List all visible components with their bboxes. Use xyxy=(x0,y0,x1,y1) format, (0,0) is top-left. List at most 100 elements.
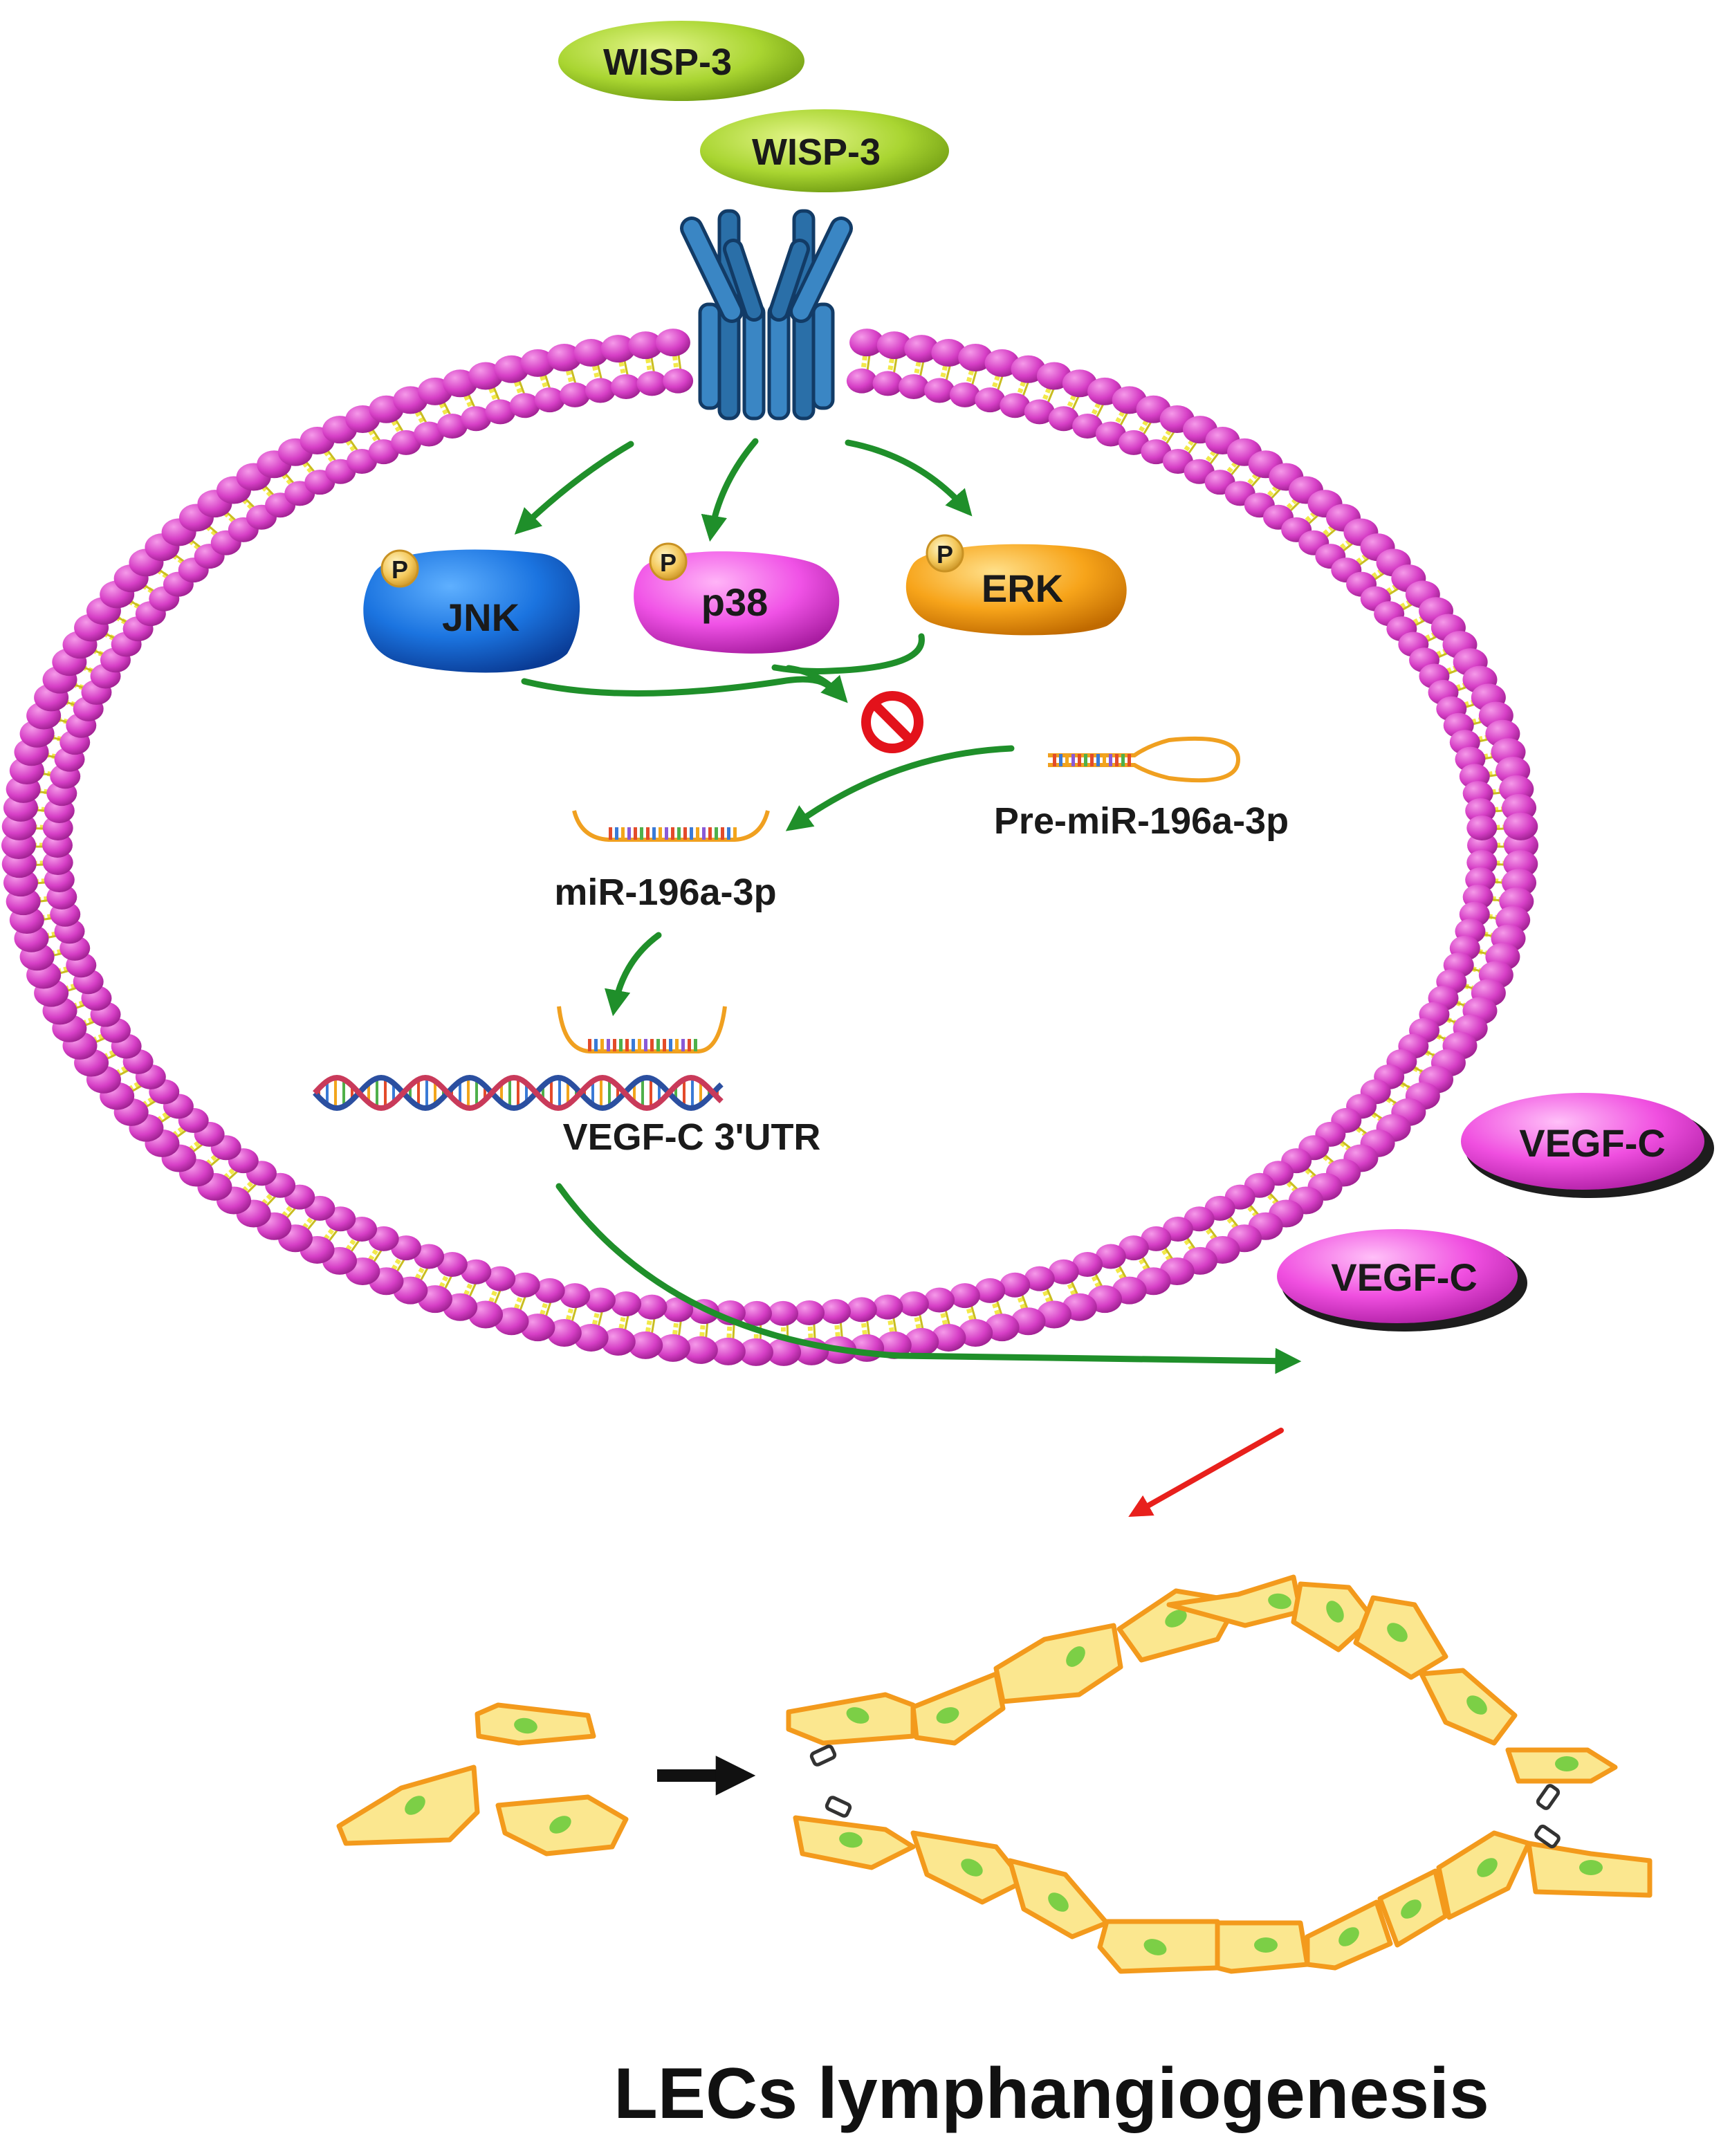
cell-junction xyxy=(809,1744,837,1767)
cell-nucleus xyxy=(1268,1593,1291,1610)
lipid-head xyxy=(485,1266,516,1291)
kinase-p38: P p38 xyxy=(634,542,840,654)
endothelial-cell xyxy=(1353,1595,1448,1680)
lipid-head xyxy=(872,1294,903,1320)
endothelial-cell xyxy=(1419,1668,1518,1746)
lipid-head xyxy=(741,1300,772,1326)
rna-base xyxy=(621,827,625,840)
cell-nucleus xyxy=(1165,1610,1187,1628)
cell-nucleus xyxy=(1066,1646,1085,1667)
vegfc-protein-top: VEGF-C xyxy=(1461,1093,1714,1198)
kinase-label: p38 xyxy=(701,580,769,624)
rna-base xyxy=(1078,754,1081,766)
rna-base xyxy=(708,827,712,840)
lipid-head xyxy=(600,1327,636,1356)
lipid-head xyxy=(924,1287,955,1313)
mirna-label: miR-196a-3p xyxy=(554,872,776,913)
kinase-label: ERK xyxy=(982,566,1063,610)
rna-base xyxy=(634,827,637,840)
rna-base xyxy=(1084,754,1087,766)
rna-base xyxy=(675,1039,679,1051)
cell-nucleus xyxy=(1387,1623,1408,1642)
inhibition-icon xyxy=(861,691,923,753)
endothelial-cell xyxy=(1007,1858,1110,1940)
phospho-label: P xyxy=(660,549,677,577)
stimulation-arrow xyxy=(1128,1428,1284,1517)
lipid-head xyxy=(846,1297,877,1323)
lipid-head xyxy=(931,339,966,367)
lipid-head xyxy=(1466,815,1498,840)
rna-base xyxy=(656,1039,660,1051)
lipid-head xyxy=(876,331,912,360)
inhibition-arrows xyxy=(521,633,925,703)
cell-nucleus xyxy=(1579,1860,1603,1875)
lipid-head xyxy=(768,1300,799,1326)
outcome-label: LECs lymphangiogenesis xyxy=(614,2054,1489,2134)
activation-arrows xyxy=(514,438,973,542)
lipid-head xyxy=(766,1338,802,1366)
rna-base xyxy=(721,827,724,840)
endothelial-cell xyxy=(1377,1868,1448,1948)
lipid-head xyxy=(898,1291,929,1317)
lipid-head xyxy=(655,329,690,357)
lipid-head xyxy=(710,1337,746,1365)
endothelial-cell xyxy=(993,1623,1123,1704)
lipid-head xyxy=(904,335,939,363)
lipid-head xyxy=(872,371,903,396)
lipid-head xyxy=(1095,421,1126,447)
lipid-head xyxy=(846,368,877,394)
lipid-head xyxy=(924,378,955,403)
rna-base xyxy=(619,1039,623,1051)
cell-nucleus xyxy=(1401,1899,1421,1919)
phospho-badge xyxy=(649,542,688,581)
ligand-wisp3-bottom: WISP-3 xyxy=(700,109,949,192)
lipid-head xyxy=(949,1283,980,1309)
cell-nucleus xyxy=(846,1707,869,1724)
lipid-head xyxy=(628,1331,663,1359)
rna-base xyxy=(1096,754,1100,766)
lipid-head xyxy=(663,368,694,394)
rna-base xyxy=(1121,754,1125,766)
rna-base xyxy=(638,1039,641,1051)
rna-base xyxy=(1115,754,1119,766)
cell-body xyxy=(1419,1668,1518,1746)
endothelial-cell xyxy=(475,1702,596,1746)
secretion-arrow xyxy=(555,1183,1302,1374)
phospho-badge xyxy=(926,534,964,573)
rna-base xyxy=(681,1039,685,1051)
endothelial-cell xyxy=(910,1830,1027,1905)
vegfc-label: VEGF-C xyxy=(1331,1255,1478,1299)
cell-junction xyxy=(1536,1784,1561,1810)
lipid-head xyxy=(1048,406,1079,432)
rna-base xyxy=(690,827,693,840)
lipid-head xyxy=(585,378,616,403)
cell-nucleus xyxy=(936,1707,959,1724)
lipid-head xyxy=(520,1314,555,1342)
cell-nucleus xyxy=(1048,1892,1069,1912)
cell-nucleus xyxy=(514,1717,537,1734)
endothelial-cell xyxy=(1305,1899,1393,1971)
kinase-label: JNK xyxy=(442,596,519,639)
cell-nucleus xyxy=(1143,1939,1167,1955)
mature-mirna xyxy=(572,810,770,842)
cell-nucleus xyxy=(1477,1858,1498,1877)
lipid-head xyxy=(628,331,663,360)
ligand-label: WISP-3 xyxy=(752,131,881,173)
rna-base xyxy=(1059,754,1062,766)
cell-membrane xyxy=(1,329,1538,1366)
lipid-head xyxy=(794,1300,825,1325)
endothelial-cell xyxy=(1166,1574,1303,1628)
endothelial-cell xyxy=(1291,1581,1376,1652)
lipid-head xyxy=(975,387,1006,413)
lipid-head xyxy=(509,393,540,418)
rna-base xyxy=(594,1039,598,1051)
rna-base xyxy=(640,827,643,840)
rna-base xyxy=(1128,754,1131,766)
rna-base xyxy=(607,1039,610,1051)
phospho-label: P xyxy=(392,555,408,584)
lipid-head xyxy=(1467,833,1498,858)
lipid-head xyxy=(984,1314,1020,1342)
ligand-label: WISP-3 xyxy=(603,42,732,83)
kinase-jnk: P JNK xyxy=(363,549,580,673)
